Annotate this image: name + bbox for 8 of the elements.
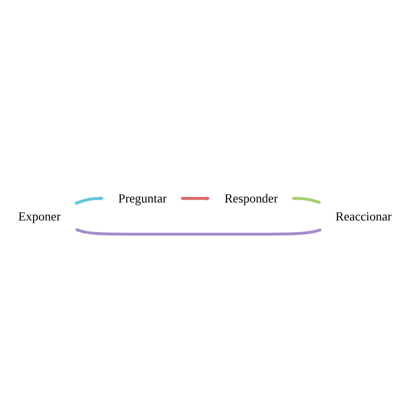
node-text: Reaccionar [336, 210, 392, 224]
node-text: Preguntar [118, 192, 167, 206]
arrow [181, 196, 210, 201]
arrow [74, 228, 322, 236]
arrow [292, 197, 322, 204]
node-text: Exponer [18, 210, 61, 224]
node-text: Responder [224, 192, 278, 206]
arrow [74, 196, 104, 206]
